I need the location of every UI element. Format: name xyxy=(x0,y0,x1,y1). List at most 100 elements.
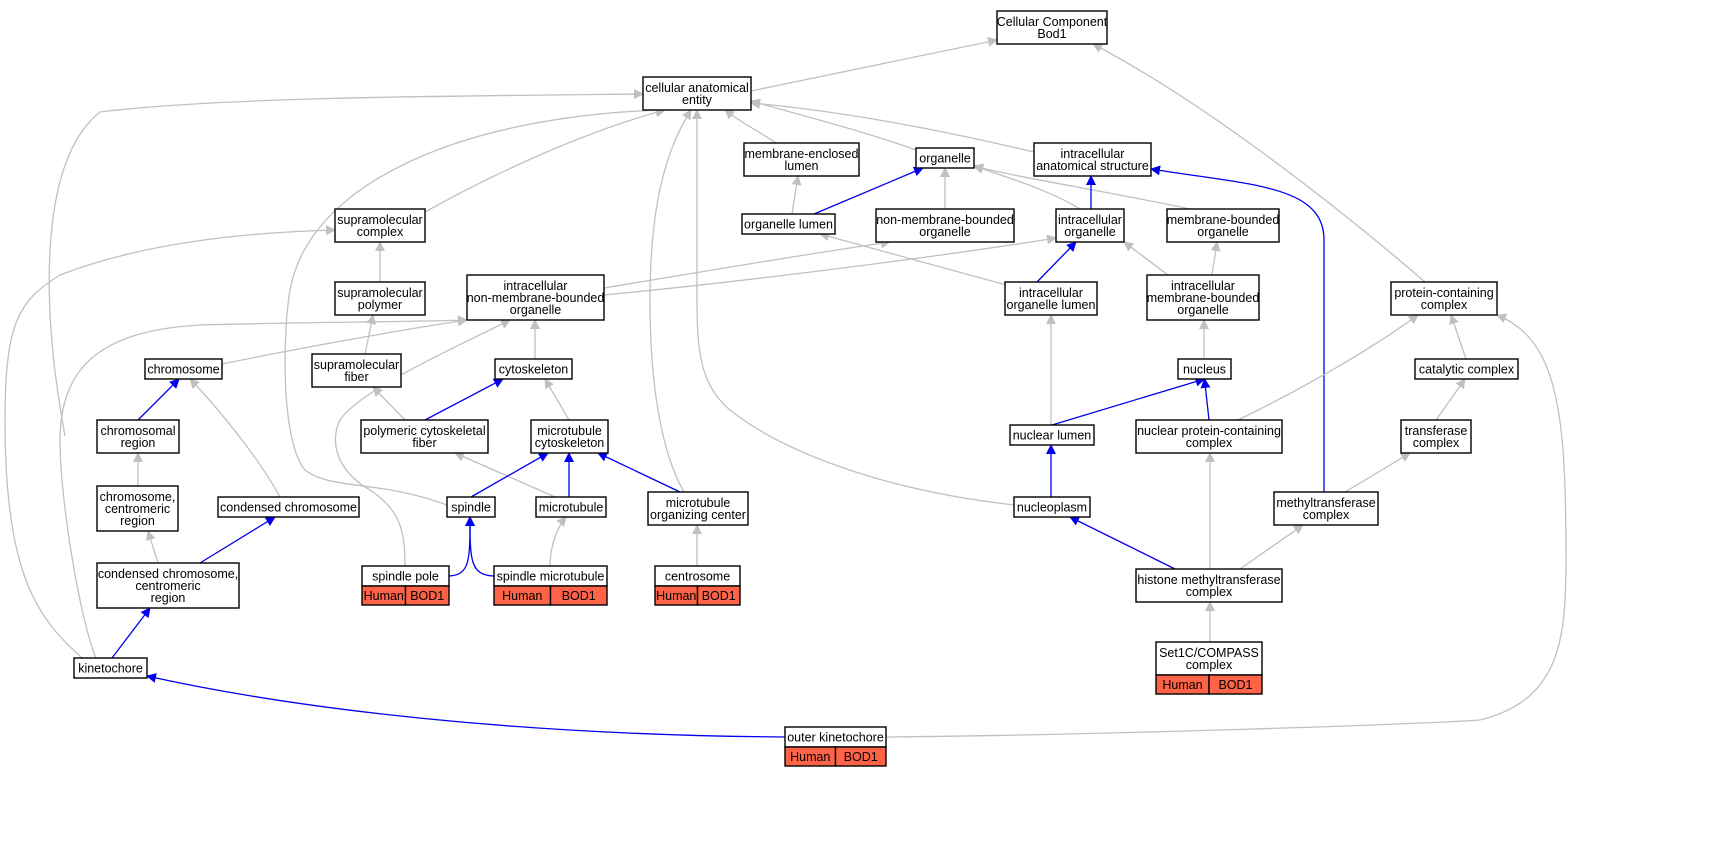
edge-smt-is-a-mt xyxy=(549,516,567,567)
node-label: intracellular xyxy=(1058,213,1122,227)
edge-cat-is-a-pcc xyxy=(1449,314,1467,360)
node-label: methyltransferase xyxy=(1276,496,1375,510)
node-box xyxy=(144,358,223,380)
node-box xyxy=(1273,491,1379,526)
node-cat[interactable]: catalytic complex xyxy=(1414,358,1519,380)
node-cch[interactable]: condensed chromosome xyxy=(217,496,360,518)
annotation-gene-cell xyxy=(1208,674,1263,695)
annotation-species-label: Human xyxy=(656,589,696,603)
node-label: membrane-bounded xyxy=(1167,213,1280,227)
node-box xyxy=(1004,281,1098,316)
node-label: nucleus xyxy=(1183,363,1226,377)
edge-iol-part-of-io xyxy=(1036,241,1077,283)
node-label: centromeric xyxy=(105,502,170,516)
node-box xyxy=(96,562,240,609)
edge-pcf-part-of-cyt xyxy=(424,378,504,421)
edge-sp-part-of-spd xyxy=(448,516,475,577)
node-label: spindle xyxy=(451,501,491,515)
node-label: histone methyltransferase xyxy=(1137,573,1280,587)
node-np[interactable]: nucleoplasm xyxy=(1013,496,1091,518)
node-orgl[interactable]: organelle lumen xyxy=(741,213,836,235)
annotation-species-label: Human xyxy=(1162,678,1202,692)
annotation-gene-cell xyxy=(834,746,887,767)
edge-imbo-is-a-mbo xyxy=(1210,241,1221,276)
node-label: region xyxy=(121,436,156,450)
node-label: complex xyxy=(357,225,404,239)
edge-npcc-is-a-pcc xyxy=(1237,314,1419,421)
node-label: intracellular xyxy=(1171,279,1235,293)
node-chr[interactable]: chromosome xyxy=(144,358,223,380)
node-label: supramolecular xyxy=(337,213,422,227)
node-box xyxy=(875,208,1015,243)
node-label: cytoskeleton xyxy=(499,363,569,377)
annotation-gene-label: BOD1 xyxy=(702,589,736,603)
node-box xyxy=(334,208,426,243)
node-nuc[interactable]: nucleus xyxy=(1177,358,1232,380)
node-box xyxy=(996,10,1108,45)
node-label: Set1C/COMPASS xyxy=(1159,646,1259,660)
node-kin[interactable]: kinetochore xyxy=(73,657,148,679)
node-spd[interactable]: spindle xyxy=(446,496,496,518)
node-label: organelle xyxy=(1197,225,1248,239)
annotation-gene-label: BOD1 xyxy=(410,589,444,603)
node-nl[interactable]: nuclear lumen xyxy=(1009,424,1095,446)
edge-ok-is-a-pcc xyxy=(885,313,1567,738)
node-label: organelle xyxy=(919,225,970,239)
node-label: organelle xyxy=(919,152,970,166)
node-label: fiber xyxy=(412,436,436,450)
node-label: chromosomal xyxy=(100,424,175,438)
annotation-species-label: Human xyxy=(502,589,542,603)
edge-kin-is-a-smc xyxy=(4,225,336,659)
node-label: spindle microtubule xyxy=(497,570,605,584)
node-box xyxy=(466,274,605,321)
node-box xyxy=(1055,208,1125,243)
node-org[interactable]: organelle xyxy=(915,147,975,169)
node-label: non-membrane-bounded xyxy=(876,213,1014,227)
node-inmbo[interactable]: intracellularnon-membrane-boundedorganel… xyxy=(466,274,605,321)
annotation-gene-cell xyxy=(404,585,450,606)
node-label: polymeric cytoskeletal xyxy=(363,424,485,438)
node-label: intracellular xyxy=(504,279,568,293)
edge-nl-part-of-nuc xyxy=(1051,376,1206,426)
node-label: nuclear lumen xyxy=(1013,429,1092,443)
node-cyt[interactable]: cytoskeleton xyxy=(494,358,573,380)
edge-sp-is-a-inmbo xyxy=(334,319,511,567)
edge-mtoc-is-a-cae xyxy=(649,109,692,493)
edge-spd-is-a-cae xyxy=(284,105,666,506)
edge-org-is-a-cae xyxy=(750,98,917,151)
node-mt[interactable]: microtubule xyxy=(535,496,607,518)
edge-mtoc-part-of-mtc xyxy=(597,452,681,493)
node-box xyxy=(915,147,975,169)
node-label: anatomical structure xyxy=(1036,159,1149,173)
edge-kin-is-a-inmbo xyxy=(59,315,468,659)
